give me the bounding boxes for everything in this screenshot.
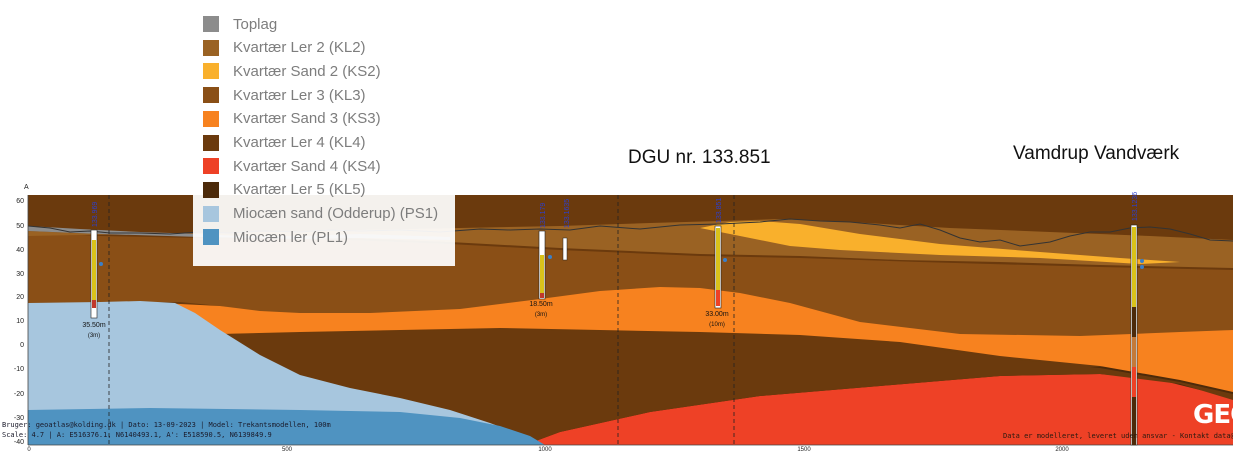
y-axis: A 60 50 40 30 20 10 0 -10 -20 -30 -40 [14,184,29,446]
borehole-sub: (3m) [88,333,100,339]
legend-item: Miocæn sand (Odderup) (PS1) [203,203,438,225]
y-tick: -30 [14,415,24,422]
water-level-icon [1140,259,1144,263]
y-tick: 10 [16,318,24,325]
legend-item: Kvartær Ler 4 (KL4) [203,132,366,154]
legend-item: Miocæn ler (PL1) [203,226,348,248]
y-tick: 50 [16,223,24,230]
x-tick: 1500 [797,447,811,451]
y-tick: -10 [14,366,24,373]
borehole-sub: (10m) [709,322,725,328]
legend-swatch [203,87,219,104]
x-tick: 2000 [1055,447,1069,451]
borehole-133-1236: 133.1236 [1130,192,1144,446]
legend-label: Miocæn ler (PL1) [233,228,349,246]
borehole-133-1635: 133.1635 [562,199,571,261]
legend-label: Kvartær Ler 3 (KL3) [233,86,366,104]
legend-label: Kvartær Sand 3 (KS3) [233,110,381,128]
y-tick: 30 [16,271,24,278]
legend-item: Kvartær Sand 4 (KS4) [203,155,381,177]
legend-swatch [203,39,219,56]
borehole-id: 133.179 [540,203,547,228]
legend-label: Kvartær Ler 5 (KL5) [233,181,366,199]
legend-swatch [203,110,219,127]
legend-label: Kvartær Ler 2 (KL2) [233,39,366,57]
disclaimer-note: Data er modelleret, leveret uden ansvar … [1003,432,1233,440]
borehole-id: 133.969 [92,202,99,227]
x-tick: 0 [27,447,31,451]
legend-swatch [203,205,219,222]
legend-swatch [203,229,219,246]
borehole-133-851: 133.851 33.00m (10m) [705,198,729,328]
legend-item: Toplag [203,13,277,35]
water-level-icon [1140,265,1144,269]
layer-ks4 [525,374,1233,445]
x-axis: 0 500 1000 1500 2000 [27,444,1233,451]
legend-swatch [203,63,219,80]
x-tick: 1000 [538,447,552,451]
y-tick: -40 [14,439,24,446]
borehole-id: 133.1635 [564,199,571,228]
borehole-133-969: 133.969 35.50m (3m) [82,202,106,339]
legend-swatch [203,16,219,32]
borehole-depth: 33.00m [705,311,729,318]
legend-item: Kvartær Sand 2 (KS2) [203,60,381,82]
legend-label: Kvartær Sand 4 (KS4) [233,157,381,175]
y-axis-title: A [24,184,29,191]
borehole-sub: (3m) [535,312,547,318]
borehole-depth: 35.50m [82,322,106,329]
legend-item: Kvartær Ler 2 (KL2) [203,37,366,59]
legend-label: Kvartær Sand 2 (KS2) [233,62,381,80]
y-tick: 20 [16,294,24,301]
water-level-icon [548,255,552,259]
water-level-icon [723,258,727,262]
borehole-id: 133.851 [716,198,723,223]
vamdrup-label: Vamdrup Vandværk [1013,143,1180,164]
layer-ks3 [160,287,1233,392]
water-level-icon [99,262,103,266]
y-tick: 40 [16,247,24,254]
layer-ks2 [700,221,1180,264]
layer-pl1 [28,408,545,445]
legend-label: Toplag [233,15,278,33]
layer-kl4-band [230,329,1233,445]
legend-item: Kvartær Ler 5 (KL5) [203,179,366,201]
legend-swatch [203,158,219,175]
y-tick: 0 [20,342,24,349]
y-tick: 60 [16,198,24,205]
borehole-id: 133.1236 [1132,192,1139,221]
legend-item: Kvartær Sand 3 (KS3) [203,108,381,130]
borehole-depth: 18.50m [529,301,553,308]
borehole-133-179: 133.179 18.50m (3m) [529,203,553,318]
footer-line-2: Scale: 4.7 | A: E516376.1, N6140493.1, A… [2,431,272,439]
y-tick: -20 [14,391,24,398]
geo-logo: GEO [1193,400,1233,430]
footer-line-1: Bruger: geoatlas@kolding.dk | Dato: 13-0… [2,421,331,429]
legend-swatch [203,134,219,151]
x-tick: 500 [282,447,293,451]
dgu-label: DGU nr. 133.851 [628,147,771,168]
legend-swatch [203,181,219,198]
legend-item: Kvartær Ler 3 (KL3) [203,84,366,106]
legend-label: Kvartær Ler 4 (KL4) [233,134,366,151]
legend-label: Miocæn sand (Odderup) (PS1) [233,205,439,223]
